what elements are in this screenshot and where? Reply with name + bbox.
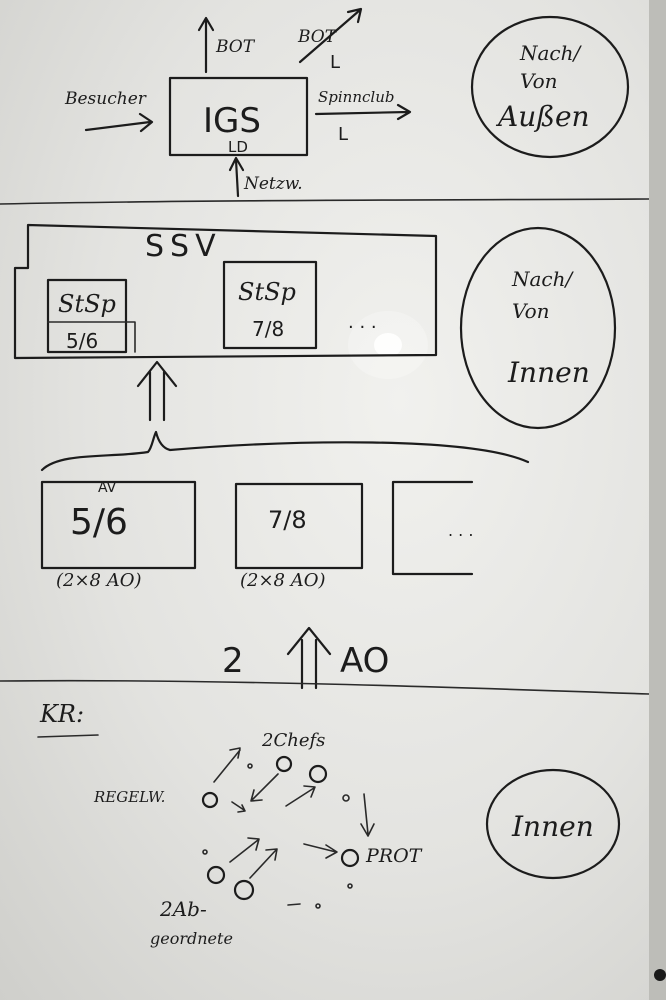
arrow-sub-up-2 [249,848,278,879]
circle-innen-1-line3: Innen [507,356,590,389]
kr-underline [37,734,99,738]
curly-brace [40,430,530,472]
ssv-ellipsis: . . . [348,312,377,333]
bot-left-label: BOT [215,37,256,57]
node-sub-2 [233,879,255,901]
igs-label: IGS [203,101,261,141]
board-frame [649,0,666,1000]
class-more-box [391,480,474,576]
regel-label: REGELW. [93,788,165,806]
prot-label: PROT [365,845,423,867]
class-56-box [40,480,197,570]
spinnclub-sub: L [338,124,348,145]
circle-innen-1-line1: Nach/ [511,267,575,291]
igs-box [168,76,309,157]
node-prot [340,848,360,868]
class-78-label: 7/8 [268,506,307,534]
arrow-chef-down [250,773,279,802]
node-chef-2 [308,764,328,784]
node-small-3 [342,794,350,802]
kr-network [201,747,375,909]
besucher-label: Besucher [64,89,147,109]
netzwerk-arrow [228,156,245,198]
stsp-78-title: StSp [238,278,296,306]
circle-innen-2-label: Innen [511,810,594,843]
stsp-78-box [222,260,318,350]
circle-innen-1-line2: Von [512,299,550,323]
spinnclub-arrow [314,103,412,121]
stsp-56-grade: 5/6 [66,329,98,353]
circle-innen-1 [459,226,617,430]
bot-right-arrow [298,7,363,64]
light-glare-halo [348,311,428,379]
class-56-sup: AV [98,480,117,496]
arrow-to-prot [360,793,375,837]
divider-1 [0,198,650,205]
sub-label-line2: geordnete [150,929,233,948]
stsp-78-grade: 7/8 [252,317,284,341]
node-regel [201,791,219,809]
circle-innen-2 [485,768,621,880]
stsp-56-inner-line [47,321,136,353]
bot-right-sub: L [330,52,340,73]
bot-left-arrow [197,16,215,74]
kr-heading: KR: [39,700,84,728]
arrow-regel-right [231,801,246,813]
arrow-to-chef-2 [285,785,316,807]
node-small-5 [315,903,321,909]
ao-label: AO [340,641,389,681]
node-small-1 [247,763,253,769]
count-label: 2 [222,641,244,681]
spinnclub-label: Spinnclub [318,88,394,106]
bot-right-label: BOT [297,27,338,47]
node-sub-1 [206,865,226,885]
stsp-56-title: StSp [58,290,116,318]
arrow-regel-chef [213,747,241,783]
arrow-sub-up-1 [229,837,260,863]
circle-aussen-line2: Von [520,69,558,93]
ssv-label: SSV [145,229,222,264]
ssv-box [13,223,438,360]
dash-1 [287,903,301,906]
besucher-arrow [84,112,154,133]
sub-label-line1: 2Ab- [159,897,207,921]
class-56-caption: (2×8 AO) [56,570,142,591]
class-78-caption: (2×8 AO) [240,570,326,591]
stsp-56-box [46,278,128,354]
circle-aussen-line3: Außen [495,100,590,133]
netzwerk-label: Netzw. [243,174,303,194]
light-glare [374,333,402,357]
chefs-label: 2Chefs [261,730,325,751]
magnet [654,969,666,981]
class-56-label: 5/6 [70,502,128,543]
igs-sub-label: LD [228,138,248,156]
double-arrow-up-1 [136,360,178,422]
arrow-right-prot [303,843,338,859]
node-small-2 [202,849,208,855]
node-chef-1 [275,755,293,773]
class-ellipsis: . . . [448,521,473,540]
divider-2 [0,679,650,695]
circle-aussen-line1: Nach/ [519,41,583,65]
circle-aussen [470,15,630,159]
node-small-4 [347,883,353,889]
class-78-box [234,482,364,570]
double-arrow-up-2 [286,626,332,690]
